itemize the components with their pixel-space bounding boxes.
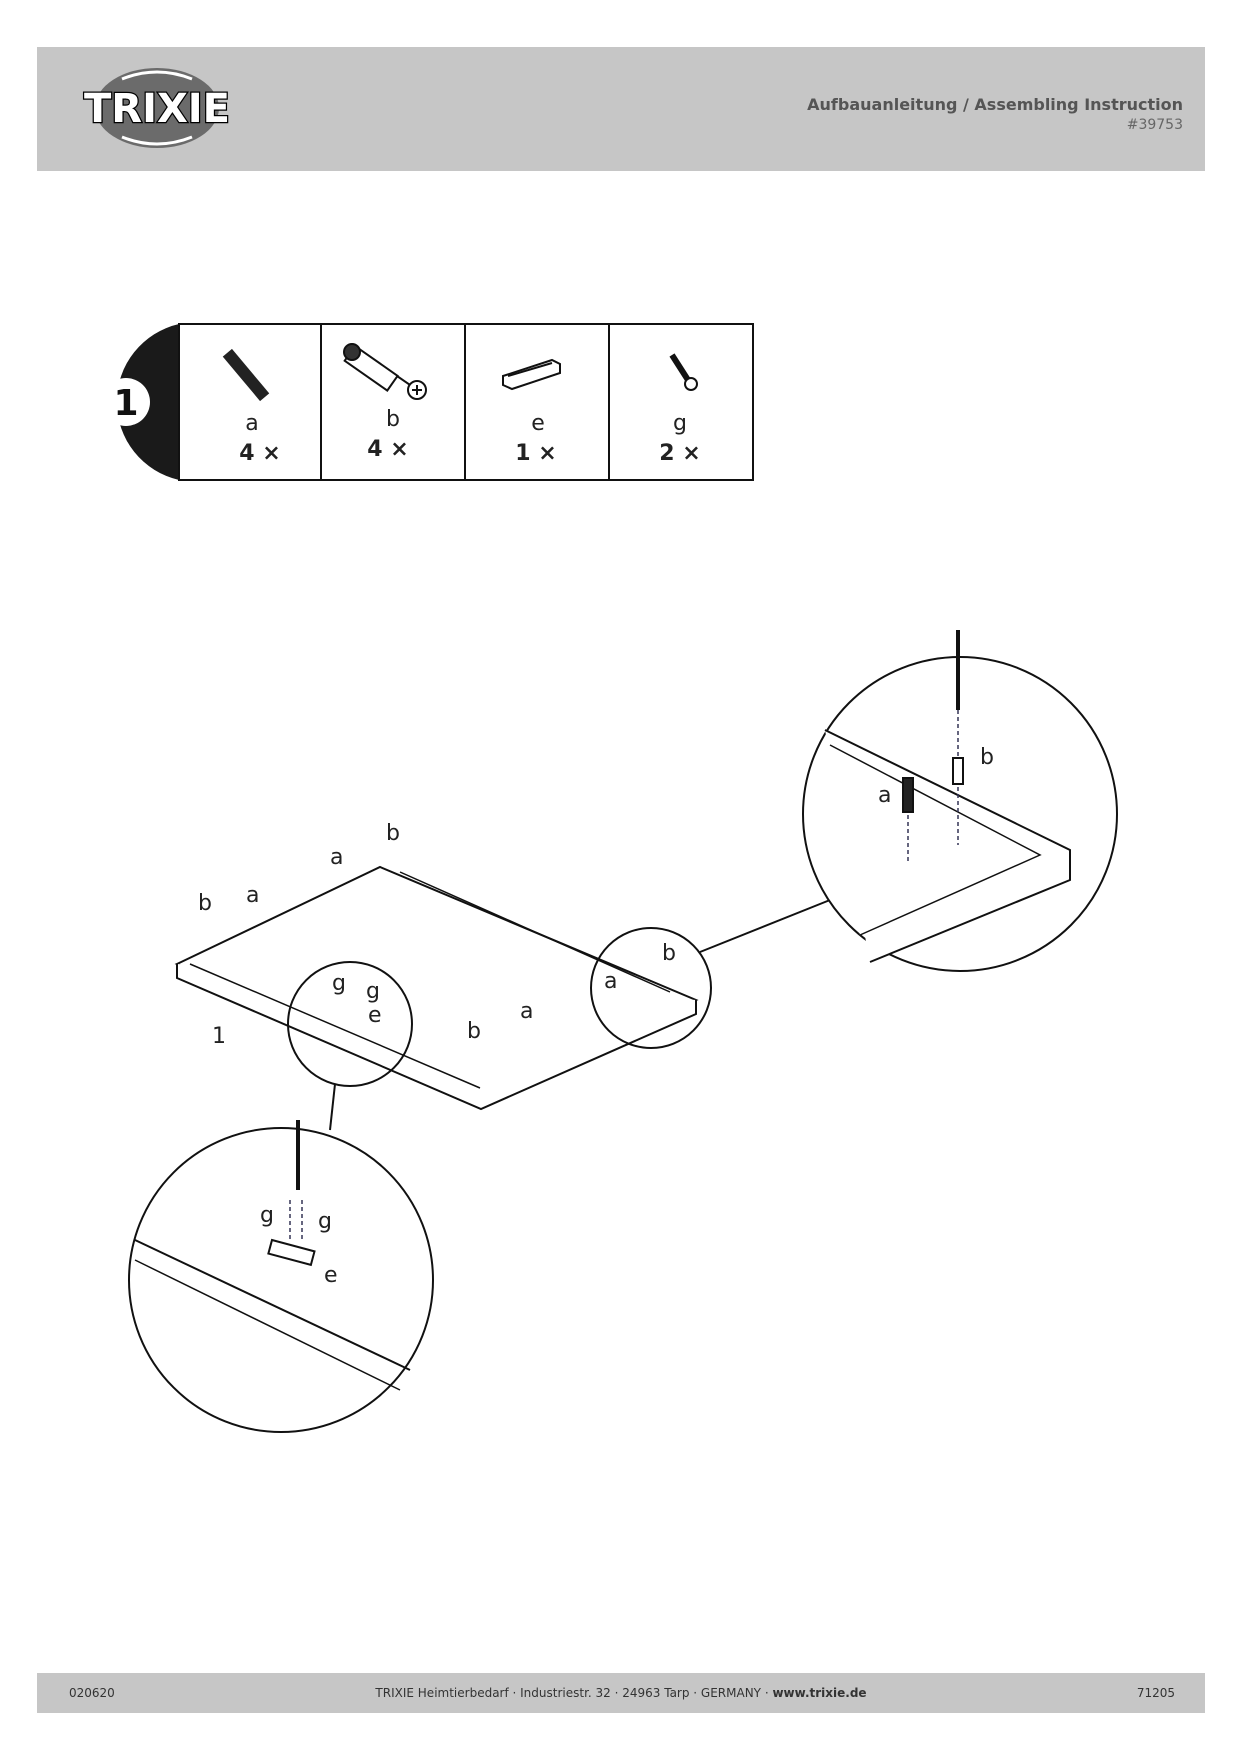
dowel-icon (222, 348, 270, 402)
label-b: b (386, 821, 400, 846)
label-e: e (324, 1263, 338, 1288)
address-text: TRIXIE Heimtierbedarf · Industriestr. 32… (375, 1686, 773, 1700)
label-b: b (662, 941, 676, 966)
label-a: a (604, 969, 617, 994)
label-g: g (260, 1203, 274, 1228)
part-letter: b (386, 407, 400, 432)
label-b: b (980, 745, 994, 770)
label-g: g (318, 1209, 332, 1234)
label-b: b (198, 891, 212, 916)
bracket-icon (502, 358, 561, 391)
article-number: #39753 (1126, 117, 1183, 133)
assembly-diagram: b a a b g g e 1 b a a b a b g g e (128, 630, 1118, 1433)
website-link[interactable]: www.trixie.de (772, 1686, 867, 1700)
step-badge (102, 378, 150, 426)
document-title: Aufbauanleitung / Assembling Instruction (807, 95, 1183, 114)
label-a: a (246, 883, 259, 908)
label-g: g (332, 971, 346, 996)
document-code: 020620 (69, 1686, 115, 1700)
cam-bolt-icon (343, 343, 427, 400)
parts-list: 1 a 4 × b 4 × e 1 × g 2 × (102, 323, 754, 481)
page-header: TRIXIE Aufbauanleitung / Assembling Inst… (37, 47, 1205, 171)
screw-icon (669, 353, 698, 391)
diagram-labels: b a a b g g e 1 b a a b a b g g e (198, 745, 994, 1288)
part-letter: a (245, 411, 258, 436)
page-footer: 020620 TRIXIE Heimtierbedarf · Industrie… (37, 1673, 1205, 1713)
label-b: b (467, 1019, 481, 1044)
part-letter: e (531, 411, 545, 436)
svg-text:TRIXIE: TRIXIE (84, 86, 230, 132)
part-quantity: 4 × (239, 441, 280, 466)
company-address: TRIXIE Heimtierbedarf · Industriestr. 32… (37, 1686, 1205, 1700)
trixie-logo: TRIXIE (83, 68, 231, 148)
label-a: a (520, 999, 533, 1024)
panel-label: 1 (212, 1024, 226, 1049)
label-a: a (330, 845, 343, 870)
step-number: 1 (113, 383, 138, 424)
page-code: 71205 (1136, 1686, 1175, 1700)
label-e: e (368, 1003, 382, 1028)
label-a: a (878, 783, 891, 808)
part-quantity: 1 × (515, 441, 556, 466)
label-g: g (366, 979, 380, 1004)
part-quantity: 2 × (659, 441, 700, 466)
part-letter: g (673, 411, 687, 436)
part-quantity: 4 × (367, 437, 408, 462)
